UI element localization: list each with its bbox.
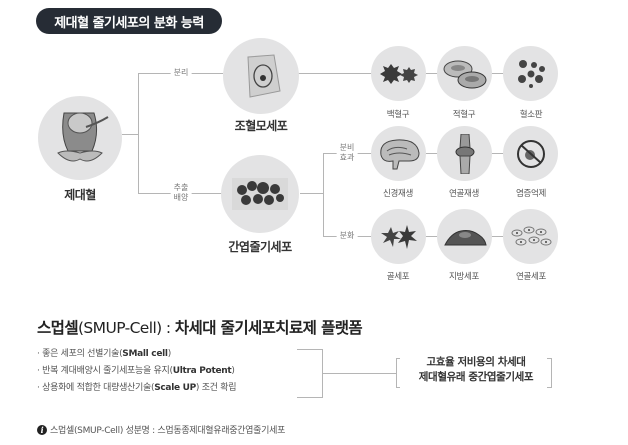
mesenchymal-stem-cell-illustration-icon <box>221 155 299 233</box>
item-label: 적혈구 <box>452 110 476 120</box>
platform-heading: 스멉셀(SMUP-Cell) : 차세대 줄기세포치료제 플랫폼 <box>37 316 363 338</box>
edge-label-line: 효과 <box>339 153 355 162</box>
cartilage-cell-illustration-icon <box>503 209 558 264</box>
bone-cell-illustration-icon <box>371 209 426 264</box>
item-label: 신경재생 <box>382 189 414 199</box>
item-label: 지방세포 <box>448 272 480 282</box>
edge-label-differentiation: 분화 <box>336 231 358 241</box>
feature-text: ) <box>231 366 235 376</box>
result-box: 고효율 저비용의 차세대 제대혈유래 중간엽줄기세포 <box>406 355 546 385</box>
footnote: i 스멉셀(SMUP-Cell) 성분명 : 스멉동종제대혈유래중간엽줄기세포 <box>37 423 285 436</box>
edge-label-line: 분비 <box>339 143 355 152</box>
item-label: 백혈구 <box>386 110 410 120</box>
hematopoietic-cell-illustration-icon <box>223 38 299 114</box>
feature-item: · 좋은 세포의 선별기술(SMall cell) <box>37 346 236 363</box>
feature-item: · 반복 계대배양시 줄기세포능을 유지(Ultra Potent) <box>37 363 236 380</box>
result-line: 제대혈유래 중간엽줄기세포 <box>418 371 534 383</box>
feature-text: · 반복 계대배양시 줄기세포능을 유지( <box>37 366 173 376</box>
feature-emphasis: Ultra Potent <box>172 366 232 376</box>
item-label: 연골재생 <box>448 189 480 199</box>
feature-text: · 좋은 세포의 선별기술( <box>37 349 123 359</box>
red-blood-cell-illustration-icon <box>437 46 492 101</box>
item-label: 혈소판 <box>519 110 543 120</box>
hematopoietic-label: 조혈모세포 <box>234 119 288 133</box>
heading-part: 스멉셀 <box>37 319 79 337</box>
feature-text: · 상용화에 적합한 대량생산기술( <box>37 383 155 393</box>
edge-label-secretion-effect: 분비 효과 <box>336 143 358 163</box>
info-icon: i <box>37 424 47 435</box>
umbilical-cord-illustration-icon <box>38 96 122 180</box>
feature-text: ) 조건 확립 <box>195 383 237 393</box>
heading-part: (SMUP-Cell) : <box>77 319 175 337</box>
item-label: 골세포 <box>386 272 410 282</box>
feature-item: · 상용화에 적합한 대량생산기술(Scale UP) 조건 확립 <box>37 380 236 397</box>
source-label: 제대혈 <box>64 188 96 202</box>
edge-label-line: 추출 <box>173 183 189 192</box>
result-line: 고효율 저비용의 차세대 <box>426 356 526 368</box>
edge-label-separation: 분리 <box>170 68 192 78</box>
edge-label-line: 배양 <box>173 193 189 202</box>
knee-joint-illustration-icon <box>437 126 492 181</box>
feature-text: ) <box>167 349 172 359</box>
fat-cell-illustration-icon <box>437 209 492 264</box>
item-label: 염증억제 <box>515 189 547 199</box>
mesenchymal-label: 간엽줄기세포 <box>228 240 292 254</box>
feature-emphasis: Scale UP <box>154 383 196 393</box>
footnote-text: 스멉셀(SMUP-Cell) 성분명 : 스멉동종제대혈유래중간엽줄기세포 <box>50 426 286 436</box>
title-badge: 제대혈 줄기세포의 분화 능력 <box>36 8 222 34</box>
edge-label-extract-culture: 추출 배양 <box>170 183 192 203</box>
item-label: 연골세포 <box>515 272 547 282</box>
heading-part: 차세대 줄기세포치료제 플랫폼 <box>174 319 363 337</box>
feature-list: · 좋은 세포의 선별기술(SMall cell) · 반복 계대배양시 줄기세… <box>37 346 236 397</box>
inflammation-prohibited-illustration-icon <box>503 126 558 181</box>
white-blood-cell-illustration-icon <box>371 46 426 101</box>
feature-emphasis: SMall cell <box>122 349 168 359</box>
brain-illustration-icon <box>371 126 426 181</box>
platelet-illustration-icon <box>503 46 558 101</box>
